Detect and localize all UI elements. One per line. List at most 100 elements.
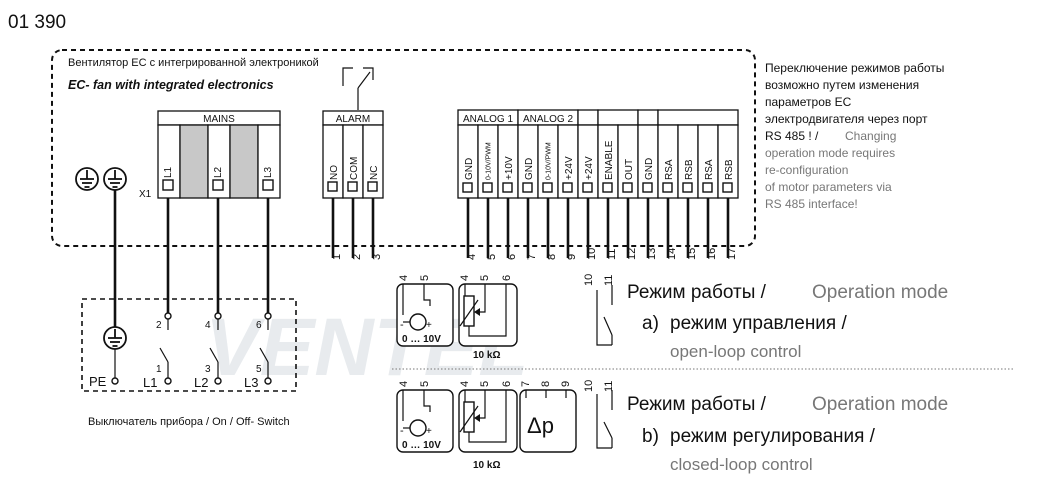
terminal-screw-icon [682,182,693,193]
mode-b-sub-en: closed-loop control [670,455,813,474]
terminal-screw-icon [522,182,533,193]
voltage-source-box [396,283,454,347]
terminal-number: 10 [583,380,595,392]
potentiometer-icon [463,295,475,327]
switch-bottom-number: 5 [256,364,262,375]
switch-bottom-number: 3 [205,364,211,375]
terminal-screw-icon [562,182,573,193]
control-terminal-label: +24V [584,156,595,180]
control-terminal-label: RSB [724,159,735,180]
switch-line-label: L2 [194,375,208,390]
control-terminal-number: 5 [486,254,498,260]
control-terminal-number: 9 [566,254,578,260]
mains-block: MAINS X1 L1 L2 L3 [139,110,281,200]
mode-b-wiring: 4 5 - + 0 … 10V 4 5 6 10 kΩ 7 8 9 Δp 10 … [396,380,615,471]
switch-top-number: 4 [205,320,211,331]
terminal-number: 11 [603,381,615,392]
note-line-en: re-configuration [765,163,848,177]
model-number: 01 390 [8,12,66,33]
alarm-terminal-label: NC [369,166,380,180]
terminal-number: 8 [540,381,552,387]
mode-switch-note: Переключение режимов работы возможно пут… [765,61,944,211]
terminal-number: 4 [459,381,471,387]
control-terminal-label: ENABLE [604,140,615,180]
mode-b-letter: b) [642,426,659,447]
note-line-en: operation mode requires [765,146,895,160]
alarm-terminal-label: COM [349,157,360,180]
terminal-screw-icon [722,182,733,193]
control-terminal-number: 11 [606,249,618,260]
terminal-number: 5 [479,381,491,387]
terminal-number: 10 [583,274,595,286]
alarm-label: ALARM [336,114,370,125]
pressure-sensor-box [519,389,577,453]
terminal-screw-icon [502,182,513,193]
terminal-number: 4 [398,275,410,281]
device-title-ru: Вентилятор ЕС с интегрированной электрон… [68,57,319,69]
mains-label: MAINS [203,114,235,125]
mode-a-letter: a) [642,313,659,334]
terminal-screw-icon [482,182,493,193]
note-line: параметров ЕС [765,95,852,109]
svg-text:-: - [400,319,404,331]
switch-top-number: 2 [156,320,162,331]
note-line: электродвигателя через порт [765,112,928,126]
terminal-number: 5 [419,381,431,387]
terminal-screw-icon [662,182,673,193]
control-terminal-number: 16 [706,248,718,260]
svg-text:-: - [400,425,404,437]
mode-a-sub-ru: режим управления / [670,313,847,334]
switch-line-label: L1 [143,375,157,390]
switch-contacts [159,312,272,385]
pot-label: 10 kΩ [473,350,500,361]
ground-icon [75,167,99,191]
svg-text:+: + [426,320,432,331]
terminal-number: 6 [501,275,513,281]
mains-terminal-label: L1 [163,166,174,178]
control-terminal-label: RSA [664,159,675,180]
terminal-screw-icon [622,182,633,193]
alarm-terminal-number: 3 [371,254,383,260]
alarm-terminal-number: 2 [351,254,363,260]
control-terminal-label: GND [464,158,475,180]
terminal-screw-icon [542,182,553,193]
potentiometer-icon [463,401,475,433]
switch-caption: Выключатель прибора / On / Off- Switch [88,416,290,428]
control-terminal-label: RSA [704,159,715,180]
alarm-terminal-number: 1 [331,254,343,260]
mode-b-title-ru: Режим работы / [627,394,767,415]
terminal-screw-icon [642,182,653,193]
source-label: 0 … 10V [402,440,441,451]
control-terminal-number: 4 [466,254,478,260]
terminal-number: 5 [419,275,431,281]
terminal-number: 4 [459,275,471,281]
control-terminal-label: 0-10V/PWM [486,142,493,180]
note-line-en: RS 485 interface! [765,197,858,211]
control-terminal-label: RSB [684,159,695,180]
mode-a-sub-en: open-loop control [670,342,801,361]
note-line-en: Changing [845,129,896,143]
svg-text:+: + [426,426,432,437]
control-terminal-number: 6 [506,254,518,260]
note-line: RS 485 ! / [765,129,819,143]
terminal-number: 9 [560,381,572,387]
voltage-source-icon [409,419,427,437]
pot-label: 10 kΩ [473,460,500,471]
voltage-source-icon [409,313,427,331]
note-line: Переключение режимов работы [765,61,944,75]
alarm-terminal-label: NO [329,165,340,180]
terminal-screw-icon [702,182,713,193]
control-terminal-number: 12 [626,248,638,260]
voltage-source-box [396,389,454,453]
source-label: 0 … 10V [402,334,441,345]
mains-terminal-label: L3 [263,166,274,178]
relay-contact-icon [342,67,374,110]
mains-prefix: X1 [139,189,152,200]
control-terminal-number: 13 [646,248,658,260]
terminal-screw-icon [602,182,613,193]
control-terminal-number: 7 [526,254,538,260]
device-enclosure [51,49,756,247]
terminal-screw-icon [462,182,473,193]
terminal-number: 5 [479,275,491,281]
analog-group-label: ANALOG 1 [463,114,513,125]
